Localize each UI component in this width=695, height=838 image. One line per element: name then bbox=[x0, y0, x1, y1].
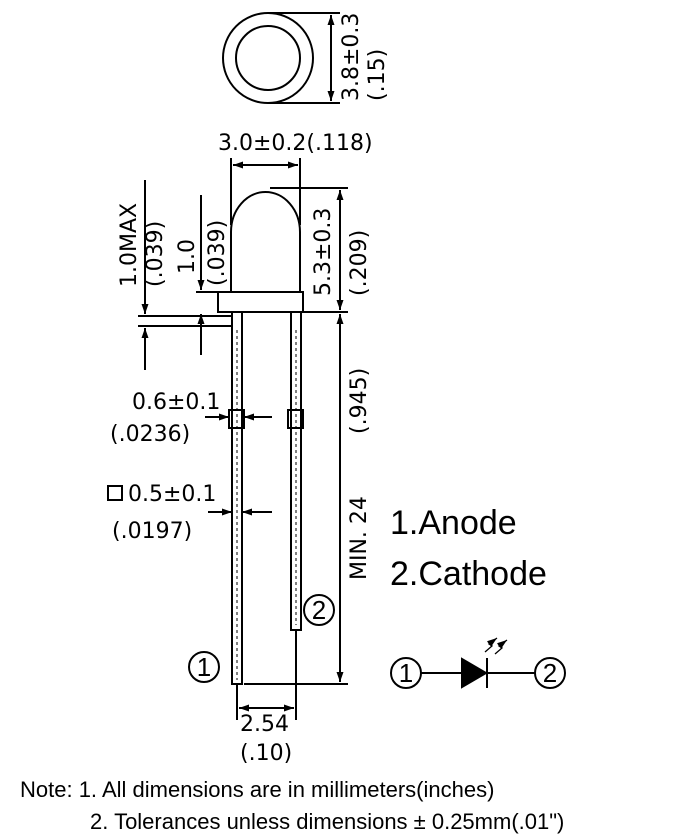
diode-pin1-number: 1 bbox=[399, 658, 413, 688]
led-dome bbox=[230, 191, 301, 292]
lead-dia-inch: (.0236) bbox=[110, 422, 190, 447]
note-line-1: Note: 1. All dimensions are in millimete… bbox=[20, 777, 495, 802]
led-body bbox=[217, 191, 304, 313]
top-view bbox=[222, 12, 340, 104]
body-height-label: 5.3±0.3 bbox=[311, 208, 336, 296]
lead-sq-label: 0.5±0.1 bbox=[128, 482, 216, 507]
note-line-2: 2. Tolerances unless dimensions ± 0.25mm… bbox=[90, 809, 565, 834]
flange-inch: (.039) bbox=[205, 220, 230, 286]
body-height-inch: (.209) bbox=[347, 230, 372, 296]
top-dia-inch: (.15) bbox=[365, 49, 390, 101]
led-flange bbox=[217, 291, 304, 313]
pin2-number: 2 bbox=[312, 595, 326, 625]
lead-sq-inch: (.0197) bbox=[112, 519, 192, 544]
legend-cathode: 2.Cathode bbox=[390, 555, 547, 593]
emission-ray-2 bbox=[494, 639, 508, 655]
flange-max-label: 1.0MAX bbox=[117, 203, 142, 287]
flange-label: 1.0 bbox=[175, 239, 200, 274]
lead-length-label: MIN. 24 bbox=[347, 496, 372, 580]
lead-cathode bbox=[287, 311, 304, 631]
diode-triangle bbox=[461, 657, 488, 689]
square-symbol bbox=[107, 485, 123, 501]
pitch-label: 2.54 bbox=[240, 712, 289, 737]
pin1-circle bbox=[188, 651, 220, 683]
pin1-number: 1 bbox=[197, 652, 211, 682]
top-view-inner-ring bbox=[235, 25, 301, 91]
lead-dia-label: 0.6±0.1 bbox=[132, 390, 220, 415]
emission-ray-1 bbox=[484, 637, 498, 653]
diode-pin2-number: 2 bbox=[543, 658, 557, 688]
pitch-inch: (.10) bbox=[240, 741, 292, 766]
lead-anode bbox=[228, 311, 245, 685]
body-width-label: 3.0±0.2(.118) bbox=[218, 131, 373, 156]
pin2-circle bbox=[303, 594, 335, 626]
diode-symbol bbox=[390, 637, 566, 689]
legend-anode: 1.Anode bbox=[390, 504, 517, 542]
top-dia-label: 3.8±0.3 bbox=[339, 13, 364, 101]
flange-max-inch: (.039) bbox=[143, 221, 168, 287]
lead-length-inch: (.945) bbox=[347, 368, 372, 434]
